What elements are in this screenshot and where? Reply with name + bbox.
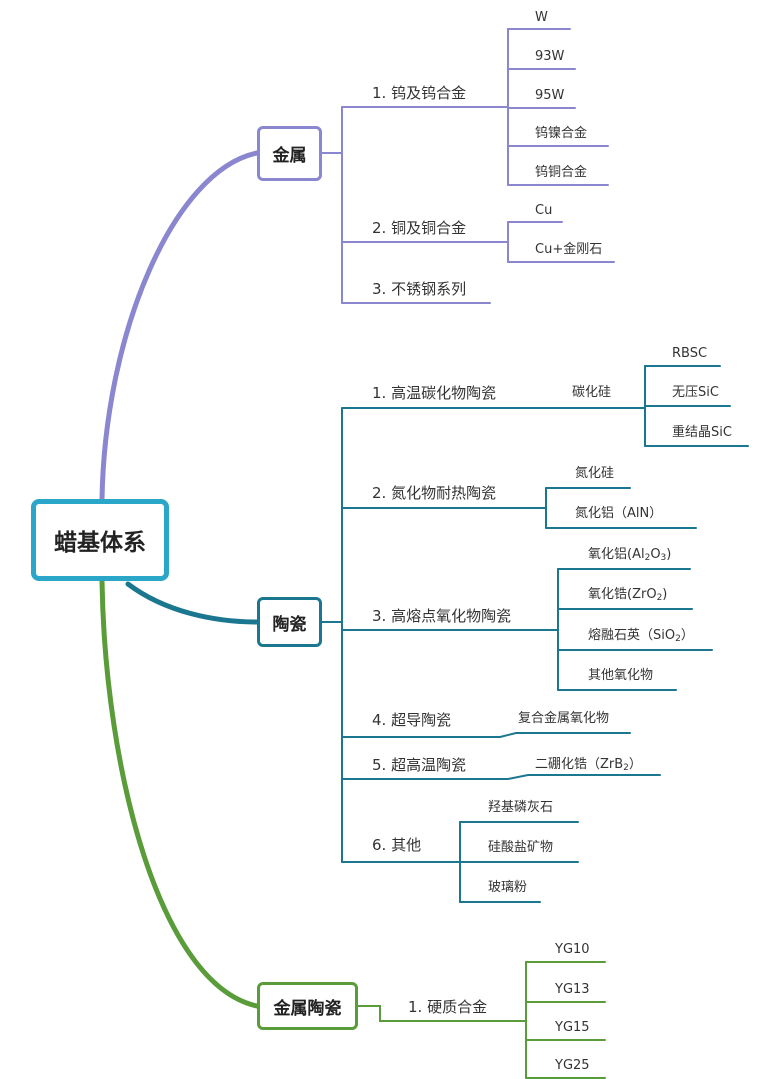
leaf-tungsten-copper[interactable]: 钨铜合金: [535, 165, 588, 180]
leaf-glass-powder[interactable]: 玻璃粉: [488, 880, 528, 895]
metal-sub-copper[interactable]: 2. 铜及铜合金: [372, 219, 467, 237]
root-node[interactable]: 蜡基体系: [31, 499, 169, 581]
leaf-95w[interactable]: 95W: [535, 88, 565, 103]
branch-root-cermet: [99, 578, 260, 1009]
metal-sub-tungsten[interactable]: 1. 钨及钨合金: [372, 84, 467, 102]
leaf-rbsc[interactable]: RBSC: [672, 346, 708, 361]
leaf-hydroxyapatite[interactable]: 羟基磷灰石: [488, 800, 554, 815]
leaf-yg15[interactable]: YG15: [555, 1020, 590, 1035]
ceramic-sub-nitride[interactable]: 2. 氮化物耐热陶瓷: [372, 484, 497, 502]
metal-sub-stainless[interactable]: 3. 不锈钢系列: [372, 280, 467, 298]
ceramic-sub-oxide[interactable]: 3. 高熔点氧化物陶瓷: [372, 607, 512, 625]
branch-root-metal: [99, 150, 260, 502]
leaf-pressureless-sic[interactable]: 无压SiC: [672, 385, 719, 400]
leaf-yg10[interactable]: YG10: [555, 942, 590, 957]
ceramic-sub-uhtc[interactable]: 5. 超高温陶瓷: [372, 756, 467, 774]
cermet-sub-hardmetal[interactable]: 1. 硬质合金: [408, 998, 488, 1016]
leaf-complex-metal-oxide[interactable]: 复合金属氧化物: [518, 711, 610, 726]
leaf-zirconia[interactable]: 氧化锆(ZrO2): [588, 587, 668, 603]
leaf-yg13[interactable]: YG13: [555, 982, 590, 997]
category-node-metal[interactable]: 金属: [257, 126, 322, 181]
leaf-cu-diamond[interactable]: Cu+金刚石: [535, 242, 603, 257]
ceramic-sub-carbide[interactable]: 1. 高温碳化物陶瓷: [372, 384, 497, 402]
leaf-other-oxides[interactable]: 其他氧化物: [588, 668, 654, 683]
leaf-aluminum-nitride[interactable]: 氮化铝（AlN）: [575, 506, 663, 521]
leaf-cu[interactable]: Cu: [535, 203, 553, 218]
category-node-ceramic[interactable]: 陶瓷: [257, 597, 322, 647]
ceramic-sub-other[interactable]: 6. 其他: [372, 836, 422, 854]
leaf-w[interactable]: W: [535, 10, 548, 25]
leaf-zirconium-diboride[interactable]: 二硼化锆（ZrB2）: [535, 757, 642, 773]
leaf-yg25[interactable]: YG25: [555, 1058, 590, 1073]
branch-root-ceramic: [125, 581, 260, 625]
ceramic-sub-superconductor[interactable]: 4. 超导陶瓷: [372, 711, 452, 729]
mid-silicon-carbide[interactable]: 碳化硅: [572, 385, 612, 400]
leaf-93w[interactable]: 93W: [535, 49, 565, 64]
leaf-fused-silica[interactable]: 熔融石英（SiO2）: [588, 628, 694, 644]
leaf-alumina[interactable]: 氧化铝(Al2O3): [588, 547, 672, 563]
leaf-silicate-minerals[interactable]: 硅酸盐矿物: [488, 840, 554, 855]
leaf-recrystallized-sic[interactable]: 重结晶SiC: [672, 425, 732, 440]
leaf-tungsten-nickel[interactable]: 钨镍合金: [535, 126, 588, 141]
category-node-cermet[interactable]: 金属陶瓷: [257, 982, 358, 1030]
leaf-silicon-nitride[interactable]: 氮化硅: [575, 466, 615, 481]
